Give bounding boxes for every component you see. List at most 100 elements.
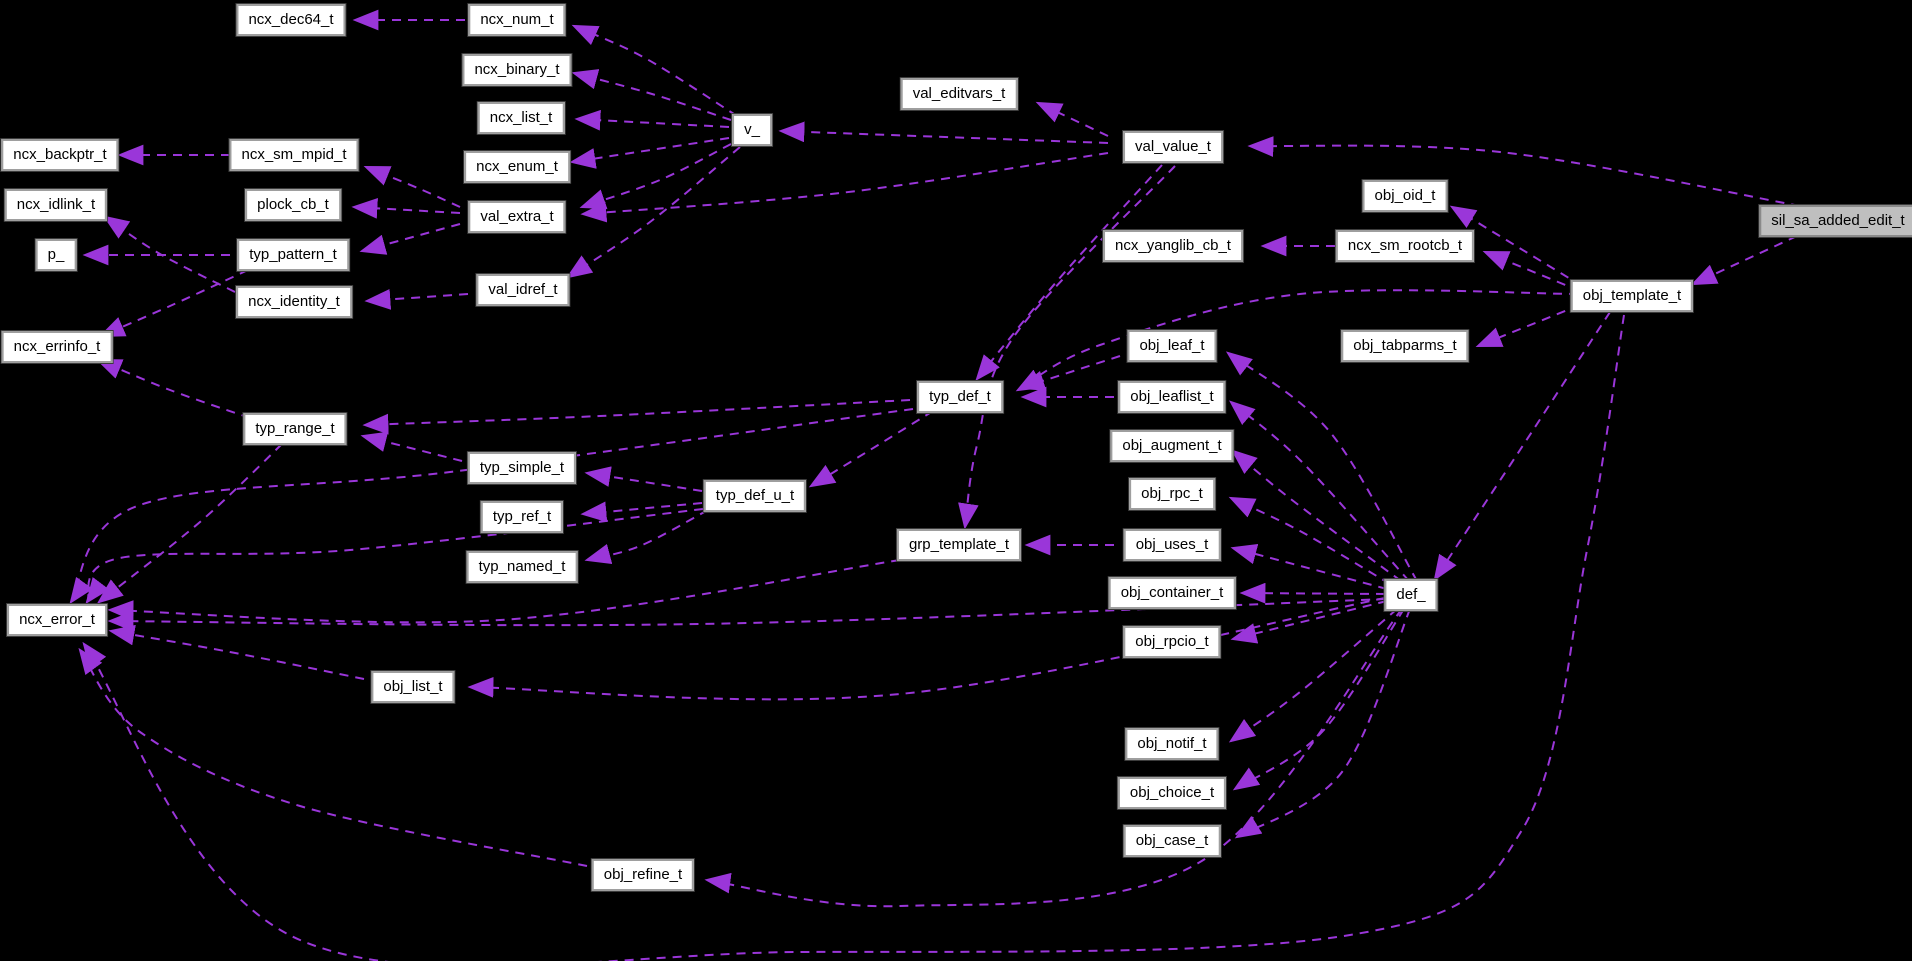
node-def_[interactable]: def_ xyxy=(1384,579,1438,611)
edge-def_-to-obj_rpcio_t xyxy=(1230,600,1388,644)
node-val_extra_t[interactable]: val_extra_t xyxy=(468,201,566,233)
node-label: ncx_identity_t xyxy=(248,293,340,310)
node-ncx_num_t[interactable]: ncx_num_t xyxy=(468,4,566,36)
node-obj_uses_t[interactable]: obj_uses_t xyxy=(1123,529,1221,561)
node-label: sil_sa_added_edit_t xyxy=(1771,212,1905,229)
node-label: val_value_t xyxy=(1135,138,1211,155)
node-label: typ_pattern_t xyxy=(249,246,337,263)
node-obj_choice_t[interactable]: obj_choice_t xyxy=(1117,777,1227,809)
node-v_[interactable]: v_ xyxy=(732,114,772,146)
edge-v_-to-val_extra_t xyxy=(579,143,732,210)
node-label: ncx_backptr_t xyxy=(13,146,107,163)
edge-obj_template_t-to-obj_tabparms_t xyxy=(1475,304,1581,347)
edge-val_extra_t-to-typ_pattern_t xyxy=(359,223,461,255)
node-label: ncx_list_t xyxy=(489,109,553,126)
edge-val_idref_t-to-ncx_identity_t xyxy=(364,289,469,310)
node-val_idref_t[interactable]: val_idref_t xyxy=(476,274,570,306)
node-label: def_ xyxy=(1396,586,1426,603)
edge-typ_pattern_t-to-ncx_errinfo_t xyxy=(98,269,249,338)
node-typ_named_t[interactable]: typ_named_t xyxy=(466,551,578,583)
node-obj_leaflist_t[interactable]: obj_leaflist_t xyxy=(1118,381,1226,413)
edge-v_-to-val_idref_t xyxy=(565,146,741,279)
edge-typ_def_u_t-to-typ_named_t xyxy=(584,509,709,565)
node-ncx_list_t[interactable]: ncx_list_t xyxy=(477,102,565,134)
node-label: val_extra_t xyxy=(480,208,554,225)
node-typ_range_t[interactable]: typ_range_t xyxy=(243,413,347,445)
node-label: obj_oid_t xyxy=(1374,187,1436,204)
node-label: ncx_binary_t xyxy=(474,61,560,78)
node-ncx_idlink_t[interactable]: ncx_idlink_t xyxy=(4,189,108,221)
node-obj_leaf_t[interactable]: obj_leaf_t xyxy=(1127,330,1217,362)
node-obj_tabparms_t[interactable]: obj_tabparms_t xyxy=(1341,330,1469,362)
node-val_value_t[interactable]: val_value_t xyxy=(1123,131,1223,163)
node-label: val_editvars_t xyxy=(912,85,1006,102)
node-label: obj_choice_t xyxy=(1129,784,1215,801)
node-grp_template_t[interactable]: grp_template_t xyxy=(896,529,1022,561)
node-val_editvars_t[interactable]: val_editvars_t xyxy=(900,78,1018,110)
edge-v_-to-ncx_enum_t xyxy=(569,137,730,169)
node-obj_refine_t[interactable]: obj_refine_t xyxy=(591,859,695,891)
edge-sil_sa_added_edit_t-to-val_value_t xyxy=(1247,136,1801,207)
node-p_[interactable]: p_ xyxy=(35,239,77,271)
node-ncx_error_t[interactable]: ncx_error_t xyxy=(7,604,107,636)
edge-obj_list_t-to-ncx_error_t xyxy=(108,624,365,680)
edge-def_-to-obj_case_t xyxy=(1234,608,1411,839)
node-obj_notif_t[interactable]: obj_notif_t xyxy=(1125,728,1219,760)
node-label: obj_uses_t xyxy=(1135,536,1209,553)
node-obj_case_t[interactable]: obj_case_t xyxy=(1123,825,1221,857)
edge-typ_simple_t-to-typ_range_t xyxy=(360,431,463,462)
node-obj_container_t[interactable]: obj_container_t xyxy=(1108,577,1236,609)
node-typ_pattern_t[interactable]: typ_pattern_t xyxy=(237,239,349,271)
edge-def_-to-obj_choice_t xyxy=(1232,608,1405,791)
node-label: ncx_yanglib_cb_t xyxy=(1115,237,1231,254)
node-ncx_binary_t[interactable]: ncx_binary_t xyxy=(462,54,572,86)
node-label: ncx_sm_mpid_t xyxy=(241,146,347,163)
node-label: v_ xyxy=(744,121,760,138)
node-typ_ref_t[interactable]: typ_ref_t xyxy=(480,501,564,533)
edge-obj_template_t-to-typ_def_t xyxy=(1015,289,1579,392)
edge-typ_def_u_t-to-typ_ref_t xyxy=(580,501,703,523)
edge-sil_sa_added_edit_t-to-obj_template_t xyxy=(1690,235,1798,286)
edge-def_-to-obj_rpc_t xyxy=(1228,496,1391,585)
node-label: ncx_sm_rootcb_t xyxy=(1347,237,1463,254)
node-ncx_identity_t[interactable]: ncx_identity_t xyxy=(236,286,352,318)
node-obj_template_t[interactable]: obj_template_t xyxy=(1570,280,1694,312)
node-typ_def_u_t[interactable]: typ_def_u_t xyxy=(703,480,807,512)
node-ncx_sm_rootcb_t[interactable]: ncx_sm_rootcb_t xyxy=(1335,230,1475,262)
node-label: ncx_error_t xyxy=(19,611,95,628)
node-ncx_dec64_t[interactable]: ncx_dec64_t xyxy=(236,4,346,36)
node-obj_oid_t[interactable]: obj_oid_t xyxy=(1362,180,1448,212)
node-obj_rpc_t[interactable]: obj_rpc_t xyxy=(1129,478,1215,510)
edge-typ_range_t-to-ncx_errinfo_t xyxy=(95,358,251,419)
edge-def_-to-obj_notif_t xyxy=(1228,608,1398,743)
node-label: obj_augment_t xyxy=(1122,437,1222,454)
node-obj_augment_t[interactable]: obj_augment_t xyxy=(1110,430,1234,462)
node-label: plock_cb_t xyxy=(257,196,329,213)
edge-obj_leaf_t-to-typ_def_t xyxy=(1018,355,1121,391)
node-ncx_errinfo_t[interactable]: ncx_errinfo_t xyxy=(1,331,113,363)
node-label: obj_rpcio_t xyxy=(1135,633,1209,650)
node-typ_def_t[interactable]: typ_def_t xyxy=(917,381,1003,413)
edge-typ_def_u_t-to-typ_simple_t xyxy=(584,466,703,492)
node-obj_list_t[interactable]: obj_list_t xyxy=(371,671,455,703)
edge-def_-to-obj_list_t xyxy=(467,597,1386,701)
edge-v_-to-ncx_list_t xyxy=(574,109,730,131)
node-label: typ_def_u_t xyxy=(715,487,795,504)
edge-ncx_identity_t-to-ncx_idlink_t xyxy=(102,215,236,293)
node-ncx_yanglib_cb_t[interactable]: ncx_yanglib_cb_t xyxy=(1103,230,1243,262)
node-sil_sa_added_edit_t[interactable]: sil_sa_added_edit_t xyxy=(1759,205,1912,237)
node-label: val_idref_t xyxy=(488,281,558,298)
edge-def_-to-obj_uses_t xyxy=(1230,543,1388,590)
node-label: obj_template_t xyxy=(1582,287,1682,304)
node-plock_cb_t[interactable]: plock_cb_t xyxy=(245,189,341,221)
edge-v_-to-ncx_binary_t xyxy=(571,69,732,121)
node-typ_simple_t[interactable]: typ_simple_t xyxy=(467,452,577,484)
edge-typ_def_t-to-typ_def_u_t xyxy=(808,410,934,488)
edge-val_value_t-to-val_editvars_t xyxy=(1035,101,1109,137)
node-ncx_enum_t[interactable]: ncx_enum_t xyxy=(464,151,570,183)
node-ncx_sm_mpid_t[interactable]: ncx_sm_mpid_t xyxy=(229,139,359,171)
node-ncx_backptr_t[interactable]: ncx_backptr_t xyxy=(1,139,119,171)
node-obj_rpcio_t[interactable]: obj_rpcio_t xyxy=(1123,626,1221,658)
node-label: ncx_dec64_t xyxy=(248,11,334,28)
